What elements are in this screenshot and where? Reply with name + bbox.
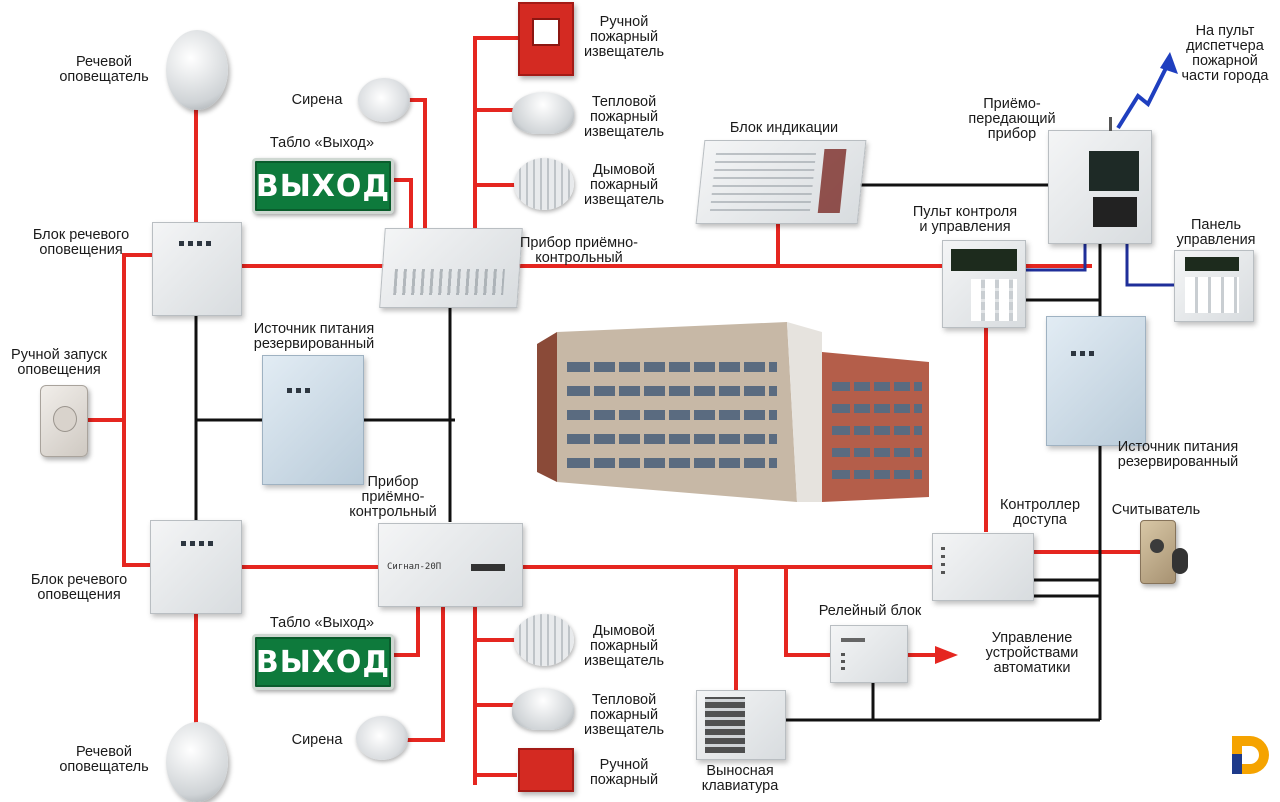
key-fob-icon: [1172, 548, 1188, 574]
label-exit-sign-top: Табло «Выход»: [269, 135, 375, 151]
brand-logo-icon: [1228, 732, 1274, 778]
remote-keyboard-device: [696, 690, 786, 760]
black-wires: [194, 183, 1102, 722]
lightning-arrow-icon: [1116, 52, 1178, 130]
siren-icon: [358, 78, 410, 122]
control-panel-top: [379, 228, 523, 308]
building-icon: [537, 322, 929, 502]
power-supply-left: [262, 355, 364, 485]
panel-brand-label: Сигнал-20П: [387, 562, 442, 572]
siren-icon: [356, 716, 408, 760]
label-indication-block: Блок индикации: [729, 120, 839, 136]
label-relay-block: Релейный блок: [818, 603, 922, 619]
manual-start-button: [40, 385, 88, 457]
card-reader-device: [1140, 520, 1176, 584]
control-keypad-device: [1174, 250, 1254, 322]
red-wires: [84, 36, 1142, 785]
manual-call-point-icon: [518, 2, 574, 76]
speaker-icon: [166, 722, 228, 802]
blue-wires: [1025, 240, 1177, 287]
manual-call-point-icon: [518, 748, 574, 792]
speaker-icon: [166, 30, 228, 110]
label-reader: Считыватель: [1111, 502, 1201, 518]
access-controller-device: [932, 533, 1034, 601]
label-exit-sign-bottom: Табло «Выход»: [269, 615, 375, 631]
exit-sign-bottom: ВЫХОД: [252, 634, 394, 690]
voice-block-top: [152, 222, 242, 316]
control-remote-device: [942, 240, 1026, 328]
label-siren-bottom: Сирена: [291, 732, 343, 748]
smoke-detector-icon: [514, 614, 574, 666]
indication-block: [695, 140, 867, 224]
voice-block-bottom: [150, 520, 242, 614]
heat-detector-icon: [512, 688, 574, 730]
control-panel-bottom: Сигнал-20П: [378, 523, 523, 607]
label-control-panel-top: Прибор приёмно-контрольный: [520, 235, 638, 266]
relay-block-device: [830, 625, 908, 683]
label-siren-top: Сирена: [291, 92, 343, 108]
wiring-diagram: [84, 36, 1178, 785]
automation-arrow-head: [935, 646, 958, 664]
smoke-detector-icon: [514, 158, 574, 210]
heat-detector-icon: [512, 92, 574, 134]
transceiver-device: [1048, 117, 1152, 244]
exit-sign-top: ВЫХОД: [252, 158, 394, 214]
power-supply-right: [1046, 316, 1146, 446]
